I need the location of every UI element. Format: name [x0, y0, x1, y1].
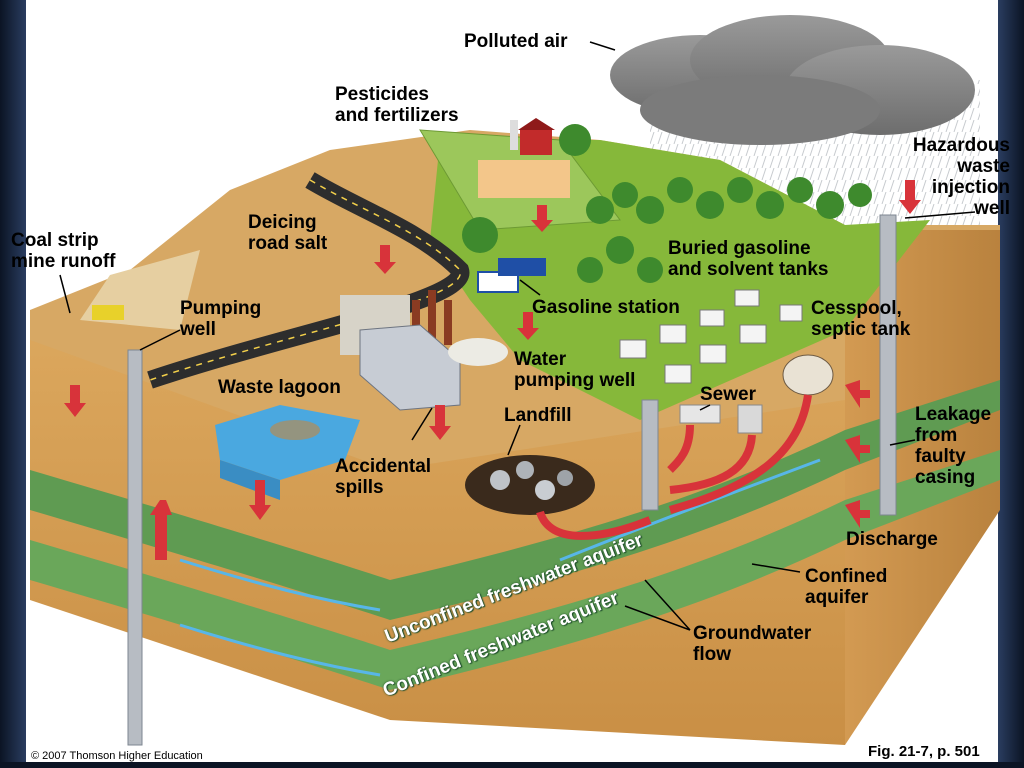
label-leakage-from-faulty-casing: Leakage from faulty casing [915, 404, 992, 488]
label-hazardous-waste-injection-well: Hazardous waste injection well [912, 135, 1010, 219]
label-discharge: Discharge [846, 529, 938, 550]
coal-mine-area [80, 250, 200, 330]
label-groundwater-flow: Groundwater flow [693, 623, 812, 665]
water-pumping-well-pipe [641, 399, 659, 511]
right-frame-border [998, 0, 1024, 768]
bottom-frame-border [0, 762, 1024, 768]
label-water-pumping-well: Water pumping well [514, 349, 636, 391]
label-pesticides-and-fertilizers: Pesticides and fertilizers [335, 84, 459, 126]
label-confined-aquifer: Confined aquifer [805, 566, 888, 608]
polluted-air-cloud [610, 15, 980, 230]
label-landfill: Landfill [504, 405, 572, 426]
label-waste-lagoon: Waste lagoon [218, 377, 341, 398]
pumping-well-pipe [127, 349, 143, 746]
label-cesspool-septic-tank: Cesspool, septic tank [811, 298, 911, 340]
label-deicing-road-salt: Deicing road salt [248, 212, 328, 254]
landfill-pit [465, 455, 595, 515]
left-frame-border [0, 0, 26, 768]
contaminant-flow-arrows [64, 180, 921, 560]
label-leader-lines [59, 41, 976, 631]
label-accidental-spills: Accidental spills [335, 456, 432, 498]
gasoline-station-icon [477, 258, 546, 293]
label-gasoline-station: Gasoline station [532, 297, 680, 318]
pesticide-spray-area [478, 160, 570, 198]
label-polluted-air: Polluted air [464, 31, 568, 52]
buried-tank [737, 404, 763, 434]
factory-icon [340, 290, 508, 411]
label-sewer: Sewer [700, 384, 756, 405]
houses-icons [619, 289, 803, 384]
injection-well-pipe [879, 214, 897, 516]
copyright-notice: © 2007 Thomson Higher Education [31, 750, 203, 762]
septic-tank [782, 354, 834, 396]
figure-reference: Fig. 21-7, p. 501 [868, 743, 980, 760]
label-buried-gasoline-and-solvent-tanks: Buried gasoline and solvent tanks [668, 238, 829, 280]
farm-barn-icon [510, 118, 555, 155]
forest-trees [462, 124, 872, 283]
label-coal-strip-mine-runoff: Coal strip mine runoff [11, 230, 116, 272]
label-pumping-well: Pumping well [180, 298, 262, 340]
sewer-pipe [679, 404, 721, 424]
